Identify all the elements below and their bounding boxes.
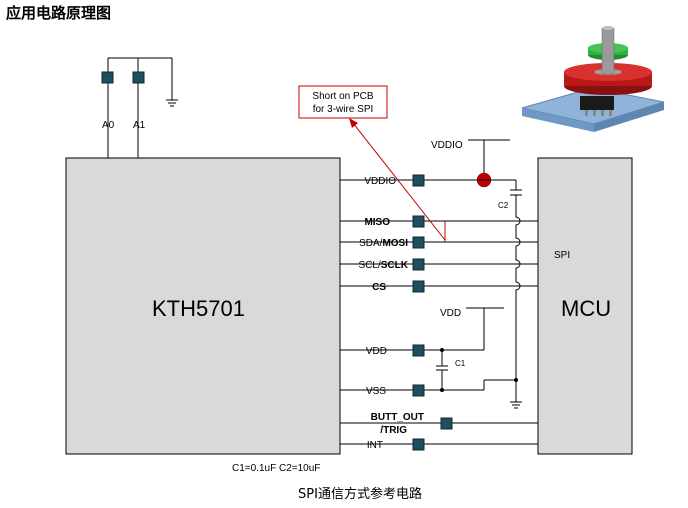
connector-int [412, 438, 425, 451]
connector-mosi [412, 236, 425, 249]
pin-label-trig: /TRIG [380, 425, 407, 436]
connector-a1 [132, 71, 145, 84]
three-wire-callout: Short on PCB for 3-wire SPI [298, 85, 446, 242]
kth5701-chip [65, 157, 341, 455]
capacitor-c2-label: C2 [498, 201, 509, 210]
callout-line-2: for 3-wire SPI [313, 104, 374, 115]
pin-label-a0: A0 [102, 120, 115, 131]
pin-label-butt-out: BUTT_OUT [371, 412, 424, 423]
pin-label-vddio: VDDIO [364, 176, 396, 187]
pin-label-miso: MISO [364, 217, 390, 228]
pin-label-sda-mosi: SDA/MOSI [359, 238, 408, 249]
pin-label-vdd: VDD [366, 346, 387, 357]
kth5701-label: KTH5701 [152, 296, 245, 321]
capacitor-c1-label: C1 [455, 359, 466, 368]
callout-line-1: Short on PCB [312, 91, 373, 102]
connector-sclk [412, 258, 425, 271]
capacitor-values: C1=0.1uF C2=10uF [232, 463, 320, 474]
connector-miso [412, 215, 425, 228]
pin-label-scl-sclk: SCL/SCLK [359, 260, 409, 271]
figure-caption: SPI通信方式参考电路 [298, 486, 422, 502]
connector-vdd [412, 344, 425, 357]
vddio-rail-label: VDDIO [431, 140, 463, 151]
pin-label-vss: VSS [366, 386, 386, 397]
spi-bus-label: SPI [554, 250, 570, 261]
connector-butt-out [440, 417, 453, 430]
pin-label-cs: CS [372, 282, 386, 293]
connector-a0 [101, 71, 114, 84]
mcu-chip [537, 157, 633, 455]
ground-icon [166, 99, 178, 107]
pin-label-int: INT [367, 440, 383, 451]
connector-vss [412, 384, 425, 397]
page-title: 应用电路原理图 [6, 4, 111, 22]
pin-label-a1: A1 [133, 120, 146, 131]
vdd-rail-label: VDD [440, 308, 461, 319]
connector-vddio [412, 174, 425, 187]
mcu-label: MCU [561, 296, 611, 321]
connector-cs [412, 280, 425, 293]
magnet-sensor-illustration [521, 26, 665, 132]
